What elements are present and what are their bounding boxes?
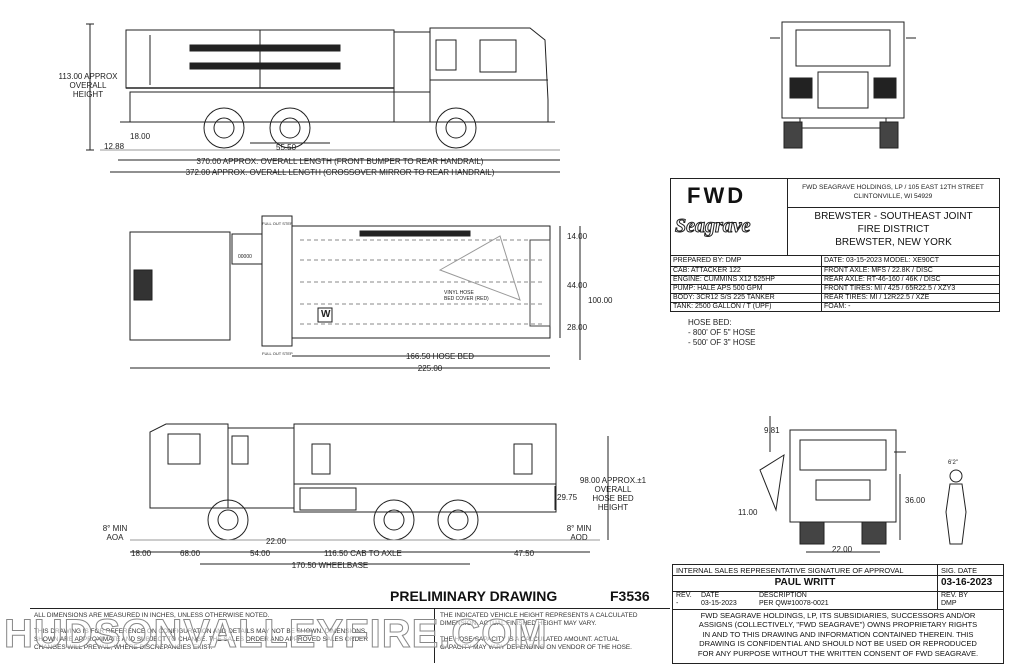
spec-row: DATE: 03-15-2023 MODEL: XE90CT <box>824 257 940 264</box>
top-hose-bed-length: 166.50 HOSE BED <box>405 352 475 361</box>
notes-mid: THE INDICATED VEHICLE HEIGHT REPRESENTS … <box>440 612 638 651</box>
rev-header: REV. BY <box>941 592 968 599</box>
rev-cell: - <box>676 600 679 607</box>
customer-line1: BREWSTER - SOUTHEAST JOINT <box>814 211 973 222</box>
top-step-label-bottom: FULL OUT STEP <box>262 351 293 356</box>
side-height-label: 113.00 APPROX OVERALL HEIGHT <box>58 72 118 99</box>
hose-bed-title: HOSE BED: <box>688 318 732 327</box>
top-w-mark: W <box>321 309 331 320</box>
driver-rear-dim: 47.50 <box>514 549 535 558</box>
customer-line2: FIRE DISTRICT <box>857 224 930 235</box>
side-length-mirror: 372.00 APPROX. OVERALL LENGTH (CROSSOVER… <box>185 168 495 177</box>
driver-cab-to-axle: 116.50 CAB TO AXLE <box>324 549 402 558</box>
rev-cell: PER QW#10078-0021 <box>759 600 829 607</box>
signer-name: PAUL WRITT <box>774 577 836 588</box>
spec-row: REAR TIRES: MI / 12R22.5 / XZE <box>822 293 999 301</box>
fwd-logo: FWD Seagrave <box>671 179 788 255</box>
spec-row: PREPARED BY: DMP <box>673 257 742 264</box>
top-overall: 225.00 <box>417 364 443 373</box>
driver-front-overhang: 18.00 <box>131 549 152 558</box>
top-dim-bottom: 28.00 <box>567 323 588 332</box>
driver-dim-2200: 22.00 <box>266 537 287 546</box>
spec-row: FOAM: - <box>822 302 999 310</box>
hose-bed-line1: - 800' OF 5" HOSE <box>688 328 756 337</box>
top-dim-total: 100.00 <box>588 296 613 305</box>
driver-aoa: 8° MIN AOA <box>102 524 128 542</box>
driver-dim-6800: 68.00 <box>180 549 201 558</box>
top-plate-text: 00000 <box>238 254 252 260</box>
spec-row: CAB: ATTACKER 122 <box>671 266 821 274</box>
spec-row: PUMP: HALE APS 500 GPM <box>671 284 821 292</box>
rev-cell: 03-15-2023 <box>701 600 737 607</box>
side-tandem-dim: 18.00 <box>130 132 151 141</box>
seagrave-logo: Seagrave <box>675 215 752 238</box>
rear-dim-3600: 36.00 <box>905 496 926 505</box>
fwd-brand: FWD <box>687 183 747 208</box>
spec-row: BODY: 3CR12 S/S 225 TANKER <box>671 293 821 301</box>
driver-dim-2975: 29.75 <box>557 493 578 502</box>
rear-dim-981: 9.81 <box>764 426 780 435</box>
side-axle-spacing: 55.50 <box>276 143 297 152</box>
spec-row: REAR AXLE: RT-46-160 / 46K / DISC <box>822 275 999 283</box>
proprietary-notice: FWD SEAGRAVE HOLDINGS, LP, ITS SUBSIDIAR… <box>697 611 979 658</box>
title-block: FWD Seagrave FWD SEAGRAVE HOLDINGS, LP /… <box>670 178 1000 312</box>
rev-cell: DMP <box>941 600 957 607</box>
rear-dim-1100: 11.00 <box>738 508 758 517</box>
rear-person-height: 6'2" <box>948 460 958 466</box>
company-address: FWD SEAGRAVE HOLDINGS, LP / 105 EAST 12T… <box>802 184 984 200</box>
rear-dim-2200: 22.00 <box>832 545 853 554</box>
spec-row: FRONT TIRES: MI / 425 / 65R22.5 / XZY3 <box>822 284 999 292</box>
approval-header: INTERNAL SALES REPRESENTATIVE SIGNATURE … <box>676 566 904 575</box>
sig-date-header: SIG. DATE <box>941 566 977 575</box>
hose-bed-line2: - 500' OF 3" HOSE <box>688 338 756 347</box>
preliminary-drawing: PRELIMINARY DRAWING <box>390 588 558 604</box>
side-rear-overhang: 12.88 <box>104 142 125 151</box>
driver-height-label: 98.00 APPROX.±1 OVERALL HOSE BED HEIGHT <box>579 476 647 512</box>
driver-aod: 8° MIN AOD <box>566 524 592 542</box>
rev-header: DESCRIPTION <box>759 592 807 599</box>
watermark-text: HUDSONVALLEYFIRE.COM <box>4 612 548 657</box>
notes-left: ALL DIMENSIONS ARE MEASURED IN INCHES, U… <box>34 612 368 651</box>
driver-dim-5400: 54.00 <box>250 549 271 558</box>
top-dim-top: 14.00 <box>567 232 588 241</box>
signature-date: 03-16-2023 <box>941 577 993 588</box>
side-length-bumper: 370.00 APPROX. OVERALL LENGTH (FRONT BUM… <box>196 157 484 166</box>
drawing-number: F3536 <box>610 588 650 604</box>
top-step-label-top: FULL OUT STEP <box>262 221 293 226</box>
spec-row: TANK: 2500 GALLON / T (UPF) <box>671 302 821 310</box>
driver-wheelbase: 170.50 WHEELBASE <box>291 561 369 570</box>
top-dim-mid: 44.00 <box>567 281 588 290</box>
approval-block: INTERNAL SALES REPRESENTATIVE SIGNATURE … <box>672 564 1004 664</box>
rev-header: REV. <box>676 592 692 599</box>
spec-row: ENGINE: CUMMINS X12 525HP <box>671 275 821 283</box>
customer-line3: BREWSTER, NEW YORK <box>835 237 952 248</box>
rev-header: DATE <box>701 592 720 599</box>
spec-row: FRONT AXLE: MFS / 22.8K / DISC <box>822 266 999 274</box>
top-vinyl-cover: VINYL HOSE BED COVER (RED) <box>444 290 489 302</box>
